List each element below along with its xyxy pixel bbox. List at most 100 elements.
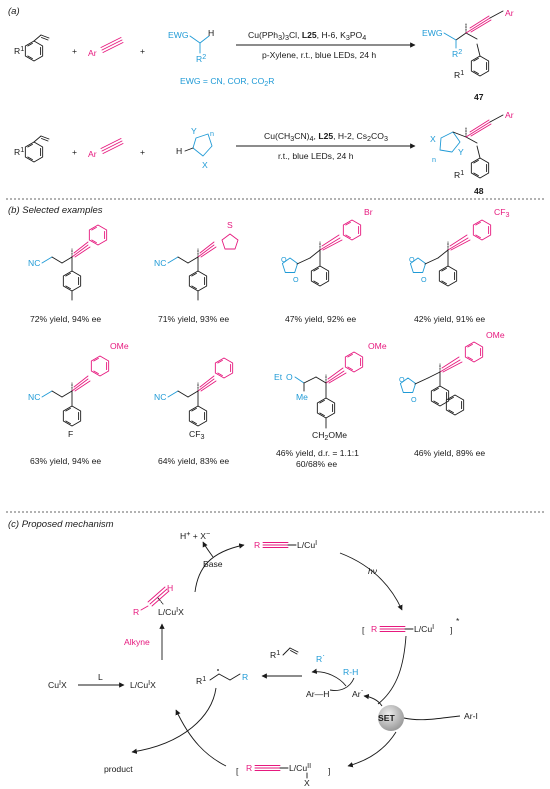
base-label: Base [203, 559, 223, 569]
svg-text:O: O [293, 275, 299, 284]
svg-text:46% yield, d.r. = 1.1:1: 46% yield, d.r. = 1.1:1 [276, 448, 359, 458]
svg-text:]: ] [450, 625, 452, 635]
svg-text:X: X [430, 134, 436, 144]
svg-text:X: X [202, 160, 208, 170]
alkyne-label: Alkyne [124, 637, 150, 647]
example-7: Et O Me OMe CH2OMe 46% yield, d.r. = 1.1… [274, 341, 387, 469]
ar-radical: Ar· [352, 685, 363, 699]
svg-text:R: R [254, 540, 260, 550]
svg-text:Y: Y [458, 147, 464, 157]
arrow-cuii-to-lcux [175, 709, 227, 767]
svg-text:Y: Y [191, 126, 197, 136]
example-2: NC S 71% yield, 93% ee [154, 220, 239, 324]
svg-text:*: * [456, 616, 460, 626]
svg-text:Et: Et [274, 372, 283, 382]
svg-text:H: H [208, 28, 214, 38]
svg-text:NC: NC [154, 392, 166, 402]
svg-text:R1: R1 [454, 68, 464, 80]
svg-text:L/CuIX: L/CuIX [158, 605, 184, 617]
svg-text:42% yield, 91% ee: 42% yield, 91% ee [414, 314, 485, 324]
product-47: EWG R2 Ar R1 47 [422, 8, 514, 102]
arrow-deprotonation [194, 543, 245, 593]
svg-text:60/68% ee: 60/68% ee [296, 459, 337, 469]
aryl-alkyne-2: Ar [88, 138, 124, 159]
svg-text:NC: NC [154, 258, 166, 268]
svg-text:L/CuII: L/CuII [289, 761, 311, 773]
r-h: R-H [343, 667, 358, 677]
r1-label: R1 [14, 44, 24, 56]
rxn2-conditions-2: r.t., blue LEDs, 24 h [278, 151, 354, 161]
alkyne-cu-complex: H R L/CuIX [133, 583, 184, 617]
r-radical: R· [316, 650, 325, 664]
styrene-1: R1 [14, 34, 50, 62]
svg-text:R1: R1 [270, 648, 280, 660]
svg-text:X: X [304, 778, 310, 788]
svg-text:S: S [227, 220, 233, 230]
svg-text:Ar: Ar [505, 110, 514, 120]
copper-ii-complex: [ R L/CuII X ] [236, 761, 330, 788]
svg-text:R1: R1 [196, 674, 206, 686]
example-1: NC 72% yield, 94% ee [28, 224, 108, 324]
svg-text:47% yield, 92% ee: 47% yield, 92% ee [285, 314, 356, 324]
arrow-excited-to-set [377, 635, 407, 705]
svg-text:L/CuI: L/CuI [297, 538, 317, 550]
svg-text:O: O [281, 255, 287, 264]
arrow-base [202, 541, 214, 558]
copper-acetylide: R L/CuI [254, 538, 317, 550]
ewg-note: EWG = CN, COR, CO2R [180, 76, 275, 88]
plus-sign: + [72, 46, 77, 56]
svg-text:O: O [421, 275, 427, 284]
svg-text:R: R [242, 672, 248, 682]
svg-text:CF3: CF3 [494, 207, 509, 219]
example-3: O O Br 47% yield, 92% ee [281, 207, 373, 324]
ar-i: Ar-I [464, 711, 478, 721]
svg-text:OMe: OMe [486, 330, 505, 340]
svg-text:[: [ [362, 625, 365, 635]
svg-text:71% yield, 93% ee: 71% yield, 93% ee [158, 314, 229, 324]
svg-text:64% yield, 83% ee: 64% yield, 83% ee [158, 456, 229, 466]
svg-text:R: R [133, 607, 139, 617]
svg-text:[: [ [236, 766, 239, 776]
plus-sign-2: + [140, 46, 145, 56]
svg-text:L/CuI: L/CuI [414, 622, 434, 634]
example-6: NC CF3 64% yield, 83% ee [154, 357, 234, 466]
radical-intermediate: R1 R [196, 669, 248, 686]
product-label: product [104, 764, 133, 774]
svg-text:n: n [210, 129, 214, 138]
svg-text:O: O [399, 375, 405, 384]
set-node: SET [378, 705, 404, 731]
cu-x: CuIX [48, 678, 67, 690]
l-cu-x: L/CuIX [130, 678, 156, 690]
l-label: L [98, 672, 103, 682]
hv-label: hν [368, 566, 378, 576]
svg-text:EWG: EWG [168, 30, 189, 40]
styrene-alkene: R1 [270, 647, 299, 660]
svg-text:72% yield, 94% ee: 72% yield, 94% ee [30, 314, 101, 324]
ewg-substrate-1: EWG H R2 [168, 28, 214, 64]
section-c-label: (c) Proposed mechanism [8, 519, 114, 530]
svg-text:Ar: Ar [505, 8, 514, 18]
svg-text:R2: R2 [196, 52, 206, 64]
example-8: O O OMe 46% yield, 89% ee [399, 330, 505, 458]
svg-text:R1: R1 [454, 168, 464, 180]
svg-text:48: 48 [474, 186, 484, 196]
product-48: X Y n Ar R1 48 [430, 110, 514, 196]
arrow-set-to-ar [363, 693, 383, 707]
svg-text:Me: Me [296, 392, 308, 402]
section-b-label: (b) Selected examples [8, 205, 103, 216]
svg-text:EWG: EWG [422, 28, 443, 38]
svg-text:NC: NC [28, 258, 40, 268]
svg-text:46% yield, 89% ee: 46% yield, 89% ee [414, 448, 485, 458]
ar-h: Ar—H [306, 689, 329, 699]
arrow-hv [339, 552, 403, 611]
section-a-label: (a) [8, 6, 20, 17]
svg-text:Ar: Ar [88, 48, 97, 58]
aryl-alkyne-1: Ar [88, 37, 124, 58]
plus-sign-4: + [140, 147, 145, 157]
arrow-product [131, 687, 217, 754]
svg-text:R1: R1 [14, 145, 24, 157]
svg-text:OMe: OMe [110, 341, 129, 351]
svg-text:O: O [286, 372, 293, 382]
example-5: NC OMe F 63% yield, 94% ee [28, 341, 129, 466]
